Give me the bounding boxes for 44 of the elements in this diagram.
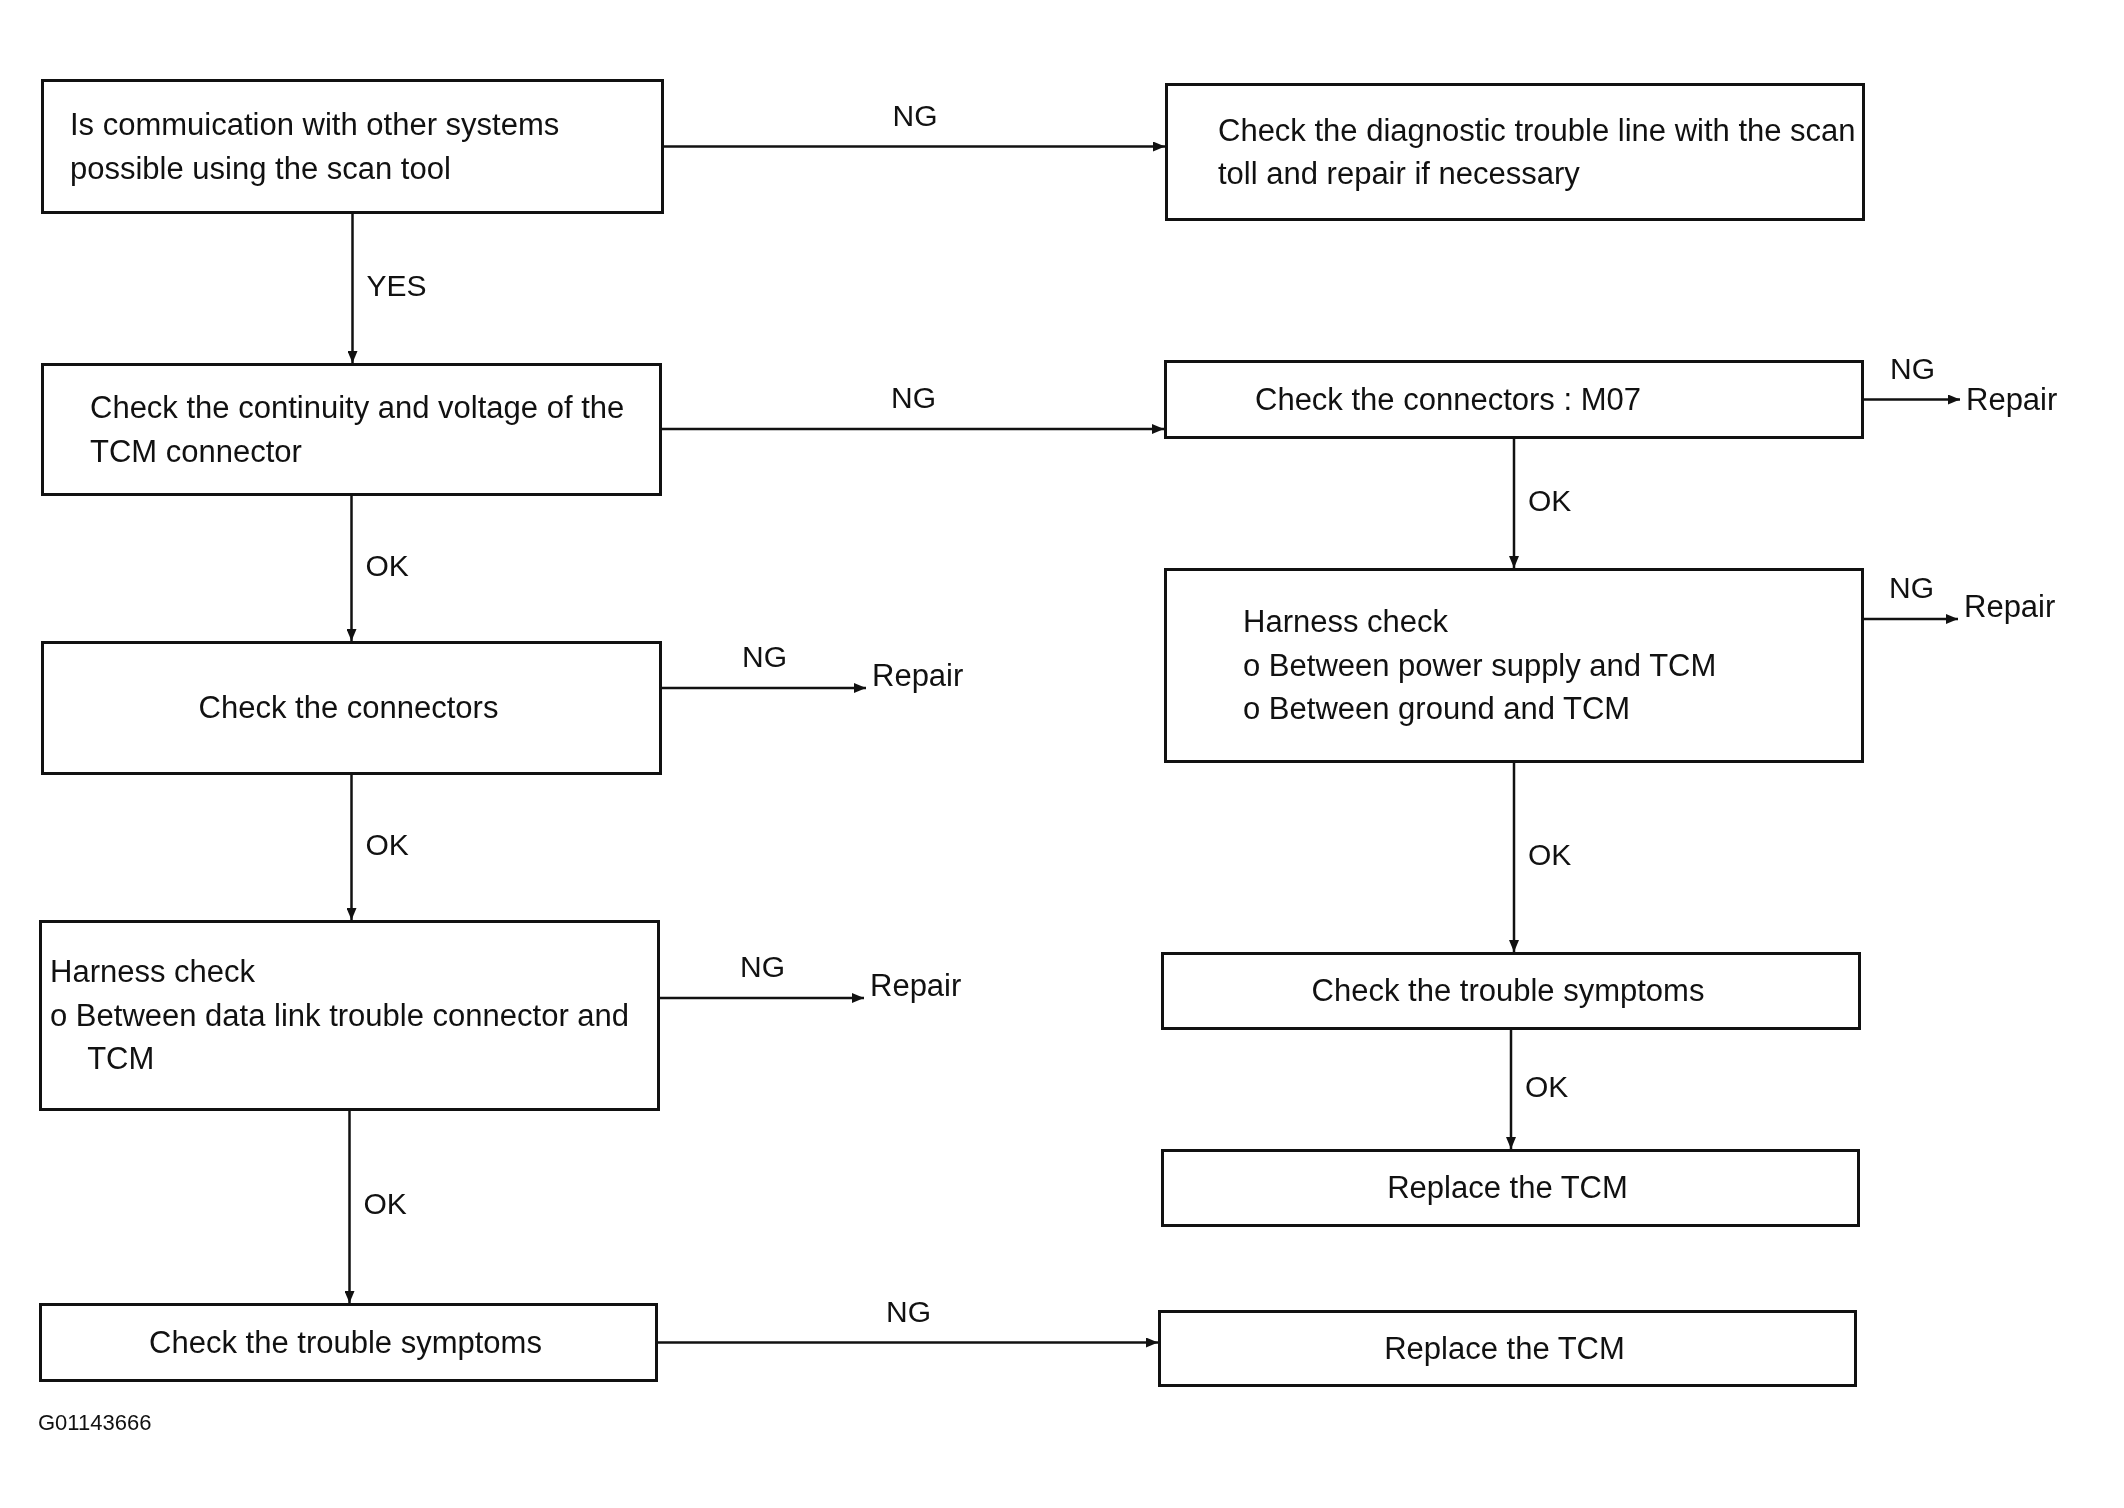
process-box xyxy=(39,1303,658,1382)
outcome-text: Repair xyxy=(1966,381,2058,420)
box-text: Check the trouble symptoms xyxy=(1311,972,1705,1011)
box-text: Check the connectors : M07 xyxy=(1255,380,1641,419)
arrow xyxy=(344,1111,355,1303)
outcome-text: Repair xyxy=(1964,588,2056,627)
process-box xyxy=(1164,568,1864,763)
box-text: Replace the TCM xyxy=(1387,1169,1628,1208)
box-text: Harness check xyxy=(50,953,256,992)
arrow xyxy=(660,993,864,1003)
arrow xyxy=(1509,439,1519,568)
process-box xyxy=(1161,1149,1860,1227)
box-text: Is commuication with other systems possible using the scan tool xyxy=(70,106,561,188)
arrow xyxy=(662,424,1164,434)
arrow xyxy=(1864,394,1960,405)
box-text: Check the continuity and voltage of the TCM connector xyxy=(90,389,626,471)
box-text: Replace the TCM xyxy=(1384,1329,1625,1368)
outcome-text: Repair xyxy=(872,657,964,696)
arrow xyxy=(658,1337,1158,1348)
box-text: Harness check xyxy=(1243,603,1449,642)
process-box xyxy=(41,363,662,496)
arrow xyxy=(662,683,866,693)
box-text: o Between power supply and TCM xyxy=(1243,646,1717,685)
arrow xyxy=(347,214,358,363)
process-box xyxy=(41,79,664,214)
box-text: Check the trouble symptoms xyxy=(149,1323,542,1362)
process-box xyxy=(1165,83,1865,221)
box-text: Check the connectors xyxy=(198,689,499,728)
outcome-text: Repair xyxy=(870,967,962,1006)
arrow xyxy=(346,775,357,920)
process-box xyxy=(41,641,662,775)
box-text: o Between data link trouble connector and TCM xyxy=(50,996,631,1079)
arrow xyxy=(664,141,1165,152)
arrow xyxy=(1864,614,1958,624)
arrow xyxy=(1506,1030,1516,1149)
arrow xyxy=(346,496,357,641)
process-box xyxy=(1158,1310,1857,1387)
box-text: Check the diagnostic trouble line with the scan toll and repair if necessary xyxy=(1218,111,1856,193)
process-box xyxy=(1164,360,1864,439)
box-text: o Between ground and TCM xyxy=(1243,690,1631,729)
process-box xyxy=(39,920,660,1111)
arrow xyxy=(1509,763,1519,952)
figure-code: G01143666 xyxy=(38,1410,152,1436)
process-box xyxy=(1161,952,1861,1030)
